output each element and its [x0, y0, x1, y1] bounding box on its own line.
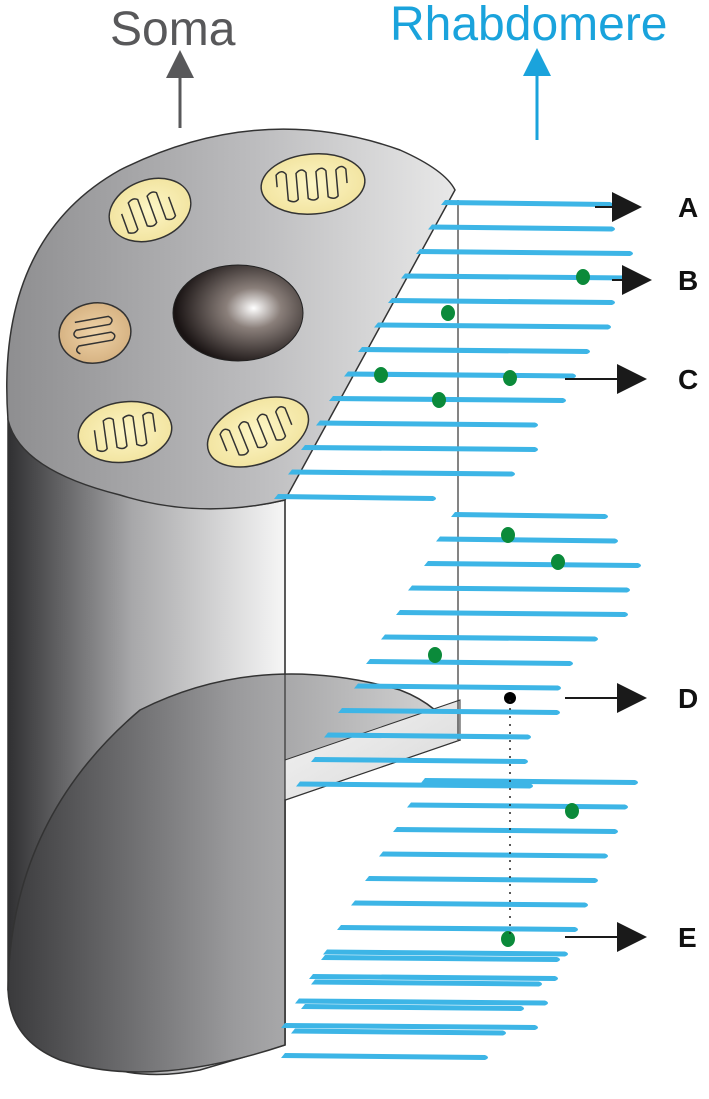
microvillus: [291, 1028, 506, 1036]
green-dot: [428, 647, 442, 663]
label-c: C: [678, 364, 698, 395]
microvillus: [393, 827, 618, 834]
soma-label: Soma: [110, 3, 236, 56]
green-dot: [565, 803, 579, 819]
mitochondria: [58, 153, 366, 468]
microvillus: [288, 469, 515, 477]
microvillus: [396, 610, 628, 617]
label-d: D: [678, 683, 698, 714]
rhabdomere-label: Rhabdomere: [390, 0, 668, 51]
microvillus: [366, 659, 573, 666]
microvillus: [451, 512, 608, 519]
microvillus: [295, 998, 548, 1006]
mitochondrion-1: [108, 177, 192, 243]
microvillus: [401, 273, 633, 281]
cell-body: [6, 128, 462, 1076]
green-dot: [432, 392, 446, 408]
microvilli: [274, 200, 641, 1060]
microvillus: [436, 536, 618, 544]
microvillus: [365, 876, 598, 883]
nucleus: [172, 264, 304, 362]
microvillus: [351, 900, 588, 908]
mitochondrion-5: [206, 396, 310, 468]
microvillus: [408, 585, 630, 593]
pointer-e: E: [565, 922, 697, 953]
microvillus: [321, 955, 560, 962]
microvillus: [311, 757, 528, 764]
green-dot: [503, 370, 517, 386]
label-b: B: [678, 265, 698, 296]
microvillus: [379, 851, 608, 859]
microvillus: [281, 1053, 488, 1060]
microvillus: [416, 249, 633, 256]
mitochondrion-2: [260, 153, 366, 215]
microvillus: [381, 634, 598, 642]
microvillus: [311, 979, 542, 987]
microvillus: [316, 420, 538, 428]
microvillus: [324, 732, 531, 740]
mitochondrion-3: [58, 302, 132, 364]
microvillus: [388, 298, 615, 305]
microvillus: [441, 200, 613, 207]
microvillus: [354, 683, 561, 691]
microvillus: [421, 778, 638, 785]
microvillus: [301, 1004, 524, 1011]
microvillus: [374, 322, 611, 330]
microvillus: [424, 561, 641, 568]
green-dot: [501, 527, 515, 543]
microvillus: [323, 949, 568, 957]
microvillus: [358, 347, 590, 354]
mitochondrion-4: [77, 400, 173, 464]
soma-arrow: [166, 50, 194, 128]
green-dot: [551, 554, 565, 570]
green-dot: [374, 367, 388, 383]
black-dot: [504, 692, 516, 704]
microvillus: [281, 1023, 538, 1030]
pointer-a: A: [595, 192, 698, 223]
green-dot: [576, 269, 590, 285]
microvillus: [338, 708, 560, 715]
green-dot: [441, 305, 455, 321]
microvillus: [428, 224, 615, 232]
microvillus: [344, 371, 576, 379]
microvillus: [301, 445, 538, 452]
green-dot: [501, 931, 515, 947]
pointer-b: B: [612, 265, 698, 296]
microvillus: [274, 494, 436, 501]
pointer-d: D: [565, 683, 698, 714]
pointer-c: C: [565, 364, 698, 395]
microvillus: [337, 925, 578, 932]
label-e: E: [678, 922, 697, 953]
protein-dots: [374, 269, 590, 947]
microvillus: [329, 396, 566, 403]
microvillus: [407, 802, 628, 810]
microvillus: [309, 974, 558, 981]
label-a: A: [678, 192, 698, 223]
rhabdomere-arrow: [523, 48, 551, 140]
